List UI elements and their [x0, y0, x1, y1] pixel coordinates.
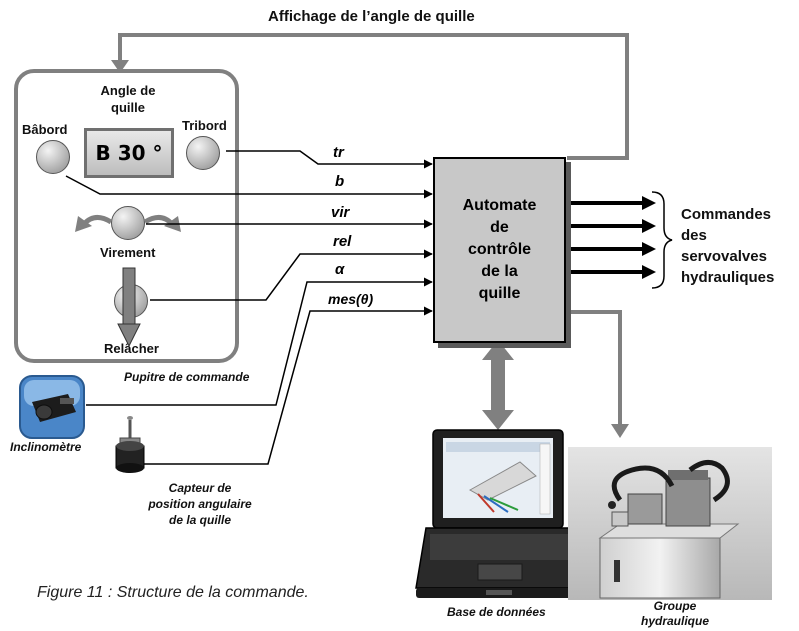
inclinometre-image	[19, 375, 85, 439]
alpha-signal-line	[86, 277, 433, 406]
database-link-arrowhead-up	[482, 340, 514, 360]
feedback-arrow	[118, 33, 629, 160]
hydraulic-group-arrowhead	[611, 424, 629, 438]
mes-signal-label: mes(θ)	[328, 291, 374, 307]
feedback-arrowhead	[111, 60, 129, 73]
automate-label: Automate de contrôle de la quille	[462, 197, 537, 302]
relacher-arrowhead	[117, 323, 141, 348]
tribord-label: Tribord	[182, 118, 227, 133]
figure-caption: Figure 11 : Structure de la commande.	[37, 584, 309, 601]
mes-signal-line	[140, 306, 433, 465]
babord-label: Bâbord	[22, 122, 68, 137]
rel-signal-line	[150, 249, 433, 301]
keel-angle-display: B 30 °	[84, 128, 174, 178]
alpha-signal-label: α	[335, 261, 345, 278]
rel-signal-label: rel	[333, 233, 352, 250]
relacher-label: Relâcher	[104, 341, 159, 356]
panel-caption: Pupitre de commande	[124, 370, 250, 384]
tr-signal-label: tr	[333, 144, 344, 161]
capteur-image	[115, 416, 145, 473]
virement-label: Virement	[100, 245, 156, 260]
groupe-hydraulique-label: Groupe hydraulique	[640, 599, 709, 628]
laptop-image	[415, 429, 583, 598]
angle-de-quille-label: Angle de quille	[100, 83, 156, 115]
hydraulic-group-image	[568, 447, 772, 600]
virement-left-arrow	[82, 215, 113, 226]
virement-left-arrowhead	[75, 216, 92, 232]
b-signal-line	[65, 175, 433, 199]
babord-button[interactable]	[36, 140, 70, 174]
tr-signal-line	[226, 150, 433, 169]
top-feedback-label: Affichage de l’angle de quille	[268, 8, 475, 25]
commands-brace	[651, 191, 673, 289]
relacher-arrow-shaft	[122, 267, 136, 327]
database-link-shaft	[491, 356, 505, 414]
tribord-button[interactable]	[186, 136, 220, 170]
commands-label: Commandes des servovalves hydrauliques	[681, 206, 775, 286]
base-de-donnees-label: Base de données	[447, 605, 546, 619]
virement-right-arrow	[143, 215, 174, 226]
vir-signal-label: vir	[331, 204, 350, 221]
capteur-label: Capteur de position angulaire de la quil…	[148, 481, 252, 527]
database-link-arrowhead-down	[482, 410, 514, 430]
b-signal-label: b	[335, 173, 345, 190]
automate-block: Automate de contrôle de la quille	[433, 157, 566, 343]
virement-button[interactable]	[111, 206, 145, 240]
inclinometre-label: Inclinomètre	[10, 440, 82, 454]
hydraulic-group-arrow	[567, 310, 622, 428]
